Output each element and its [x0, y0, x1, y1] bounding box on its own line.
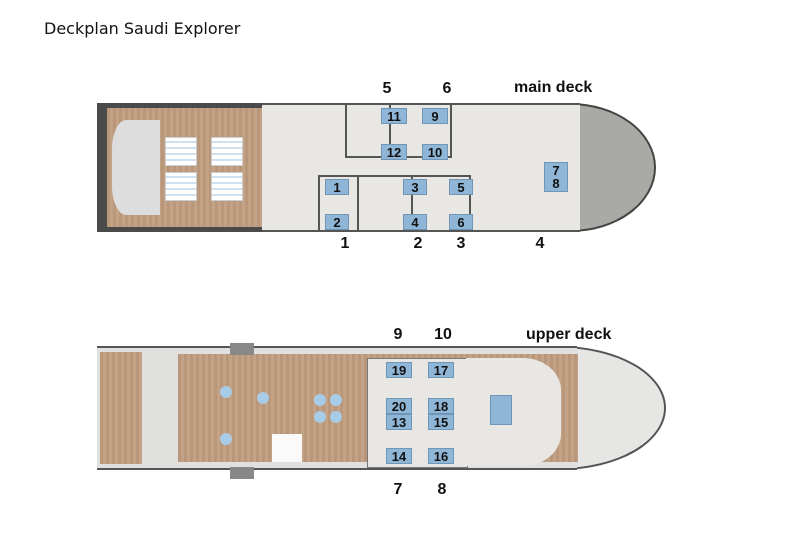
- cabin-number: 4: [535, 235, 545, 252]
- cabin-3: [411, 175, 471, 232]
- upper-deck-label: upper deck: [526, 326, 612, 343]
- bed-18: 18: [428, 398, 454, 414]
- chair: [314, 411, 326, 423]
- cabin-number: 9: [393, 326, 403, 343]
- bed-2: 2: [325, 214, 349, 230]
- chair: [220, 386, 232, 398]
- bed-13: 13: [386, 414, 412, 430]
- chair: [220, 433, 232, 445]
- chair: [330, 411, 342, 423]
- chair: [314, 394, 326, 406]
- page-title: Deckplan Saudi Explorer: [44, 19, 241, 38]
- bed-6: 6: [449, 214, 473, 230]
- cabin-number: 10: [434, 326, 452, 343]
- bed-8: 8: [544, 176, 568, 192]
- bed: [490, 395, 512, 425]
- bed-15: 15: [428, 414, 454, 430]
- bed-9: 9: [422, 108, 448, 124]
- bed-14: 14: [386, 448, 412, 464]
- main-deck-label: main deck: [514, 79, 593, 96]
- davit: [230, 467, 254, 479]
- bed-20: 20: [386, 398, 412, 414]
- bed-16: 16: [428, 448, 454, 464]
- wheelhouse: [466, 358, 561, 466]
- bed-3: 3: [403, 179, 427, 195]
- bar: [272, 434, 302, 462]
- bed-1: 1: [325, 179, 349, 195]
- bed-11: 11: [381, 108, 407, 124]
- cabin-number: 1: [340, 235, 350, 252]
- chair: [330, 394, 342, 406]
- sunbed: [165, 137, 197, 166]
- bed-19: 19: [386, 362, 412, 378]
- bed-17: 17: [428, 362, 454, 378]
- davit: [230, 343, 254, 355]
- bed-7: 7: [544, 162, 568, 178]
- cabin-6: [389, 103, 452, 158]
- cabin-number: 2: [413, 235, 423, 252]
- cabin-number: 7: [393, 481, 403, 498]
- cabin-number: 6: [442, 80, 452, 97]
- cabin-number: 3: [456, 235, 466, 252]
- sunbed: [211, 172, 243, 201]
- bow: [570, 103, 656, 232]
- stern-deck: [100, 352, 142, 464]
- bed-12: 12: [381, 144, 407, 160]
- bed-4: 4: [403, 214, 427, 230]
- chair: [257, 392, 269, 404]
- interior: [262, 103, 580, 232]
- sunbed: [165, 172, 197, 201]
- stairs: [112, 120, 160, 215]
- bed-10: 10: [422, 144, 448, 160]
- cabin-number: 5: [382, 80, 392, 97]
- sunbed: [211, 137, 243, 166]
- bed-5: 5: [449, 179, 473, 195]
- cabin-number: 8: [437, 481, 447, 498]
